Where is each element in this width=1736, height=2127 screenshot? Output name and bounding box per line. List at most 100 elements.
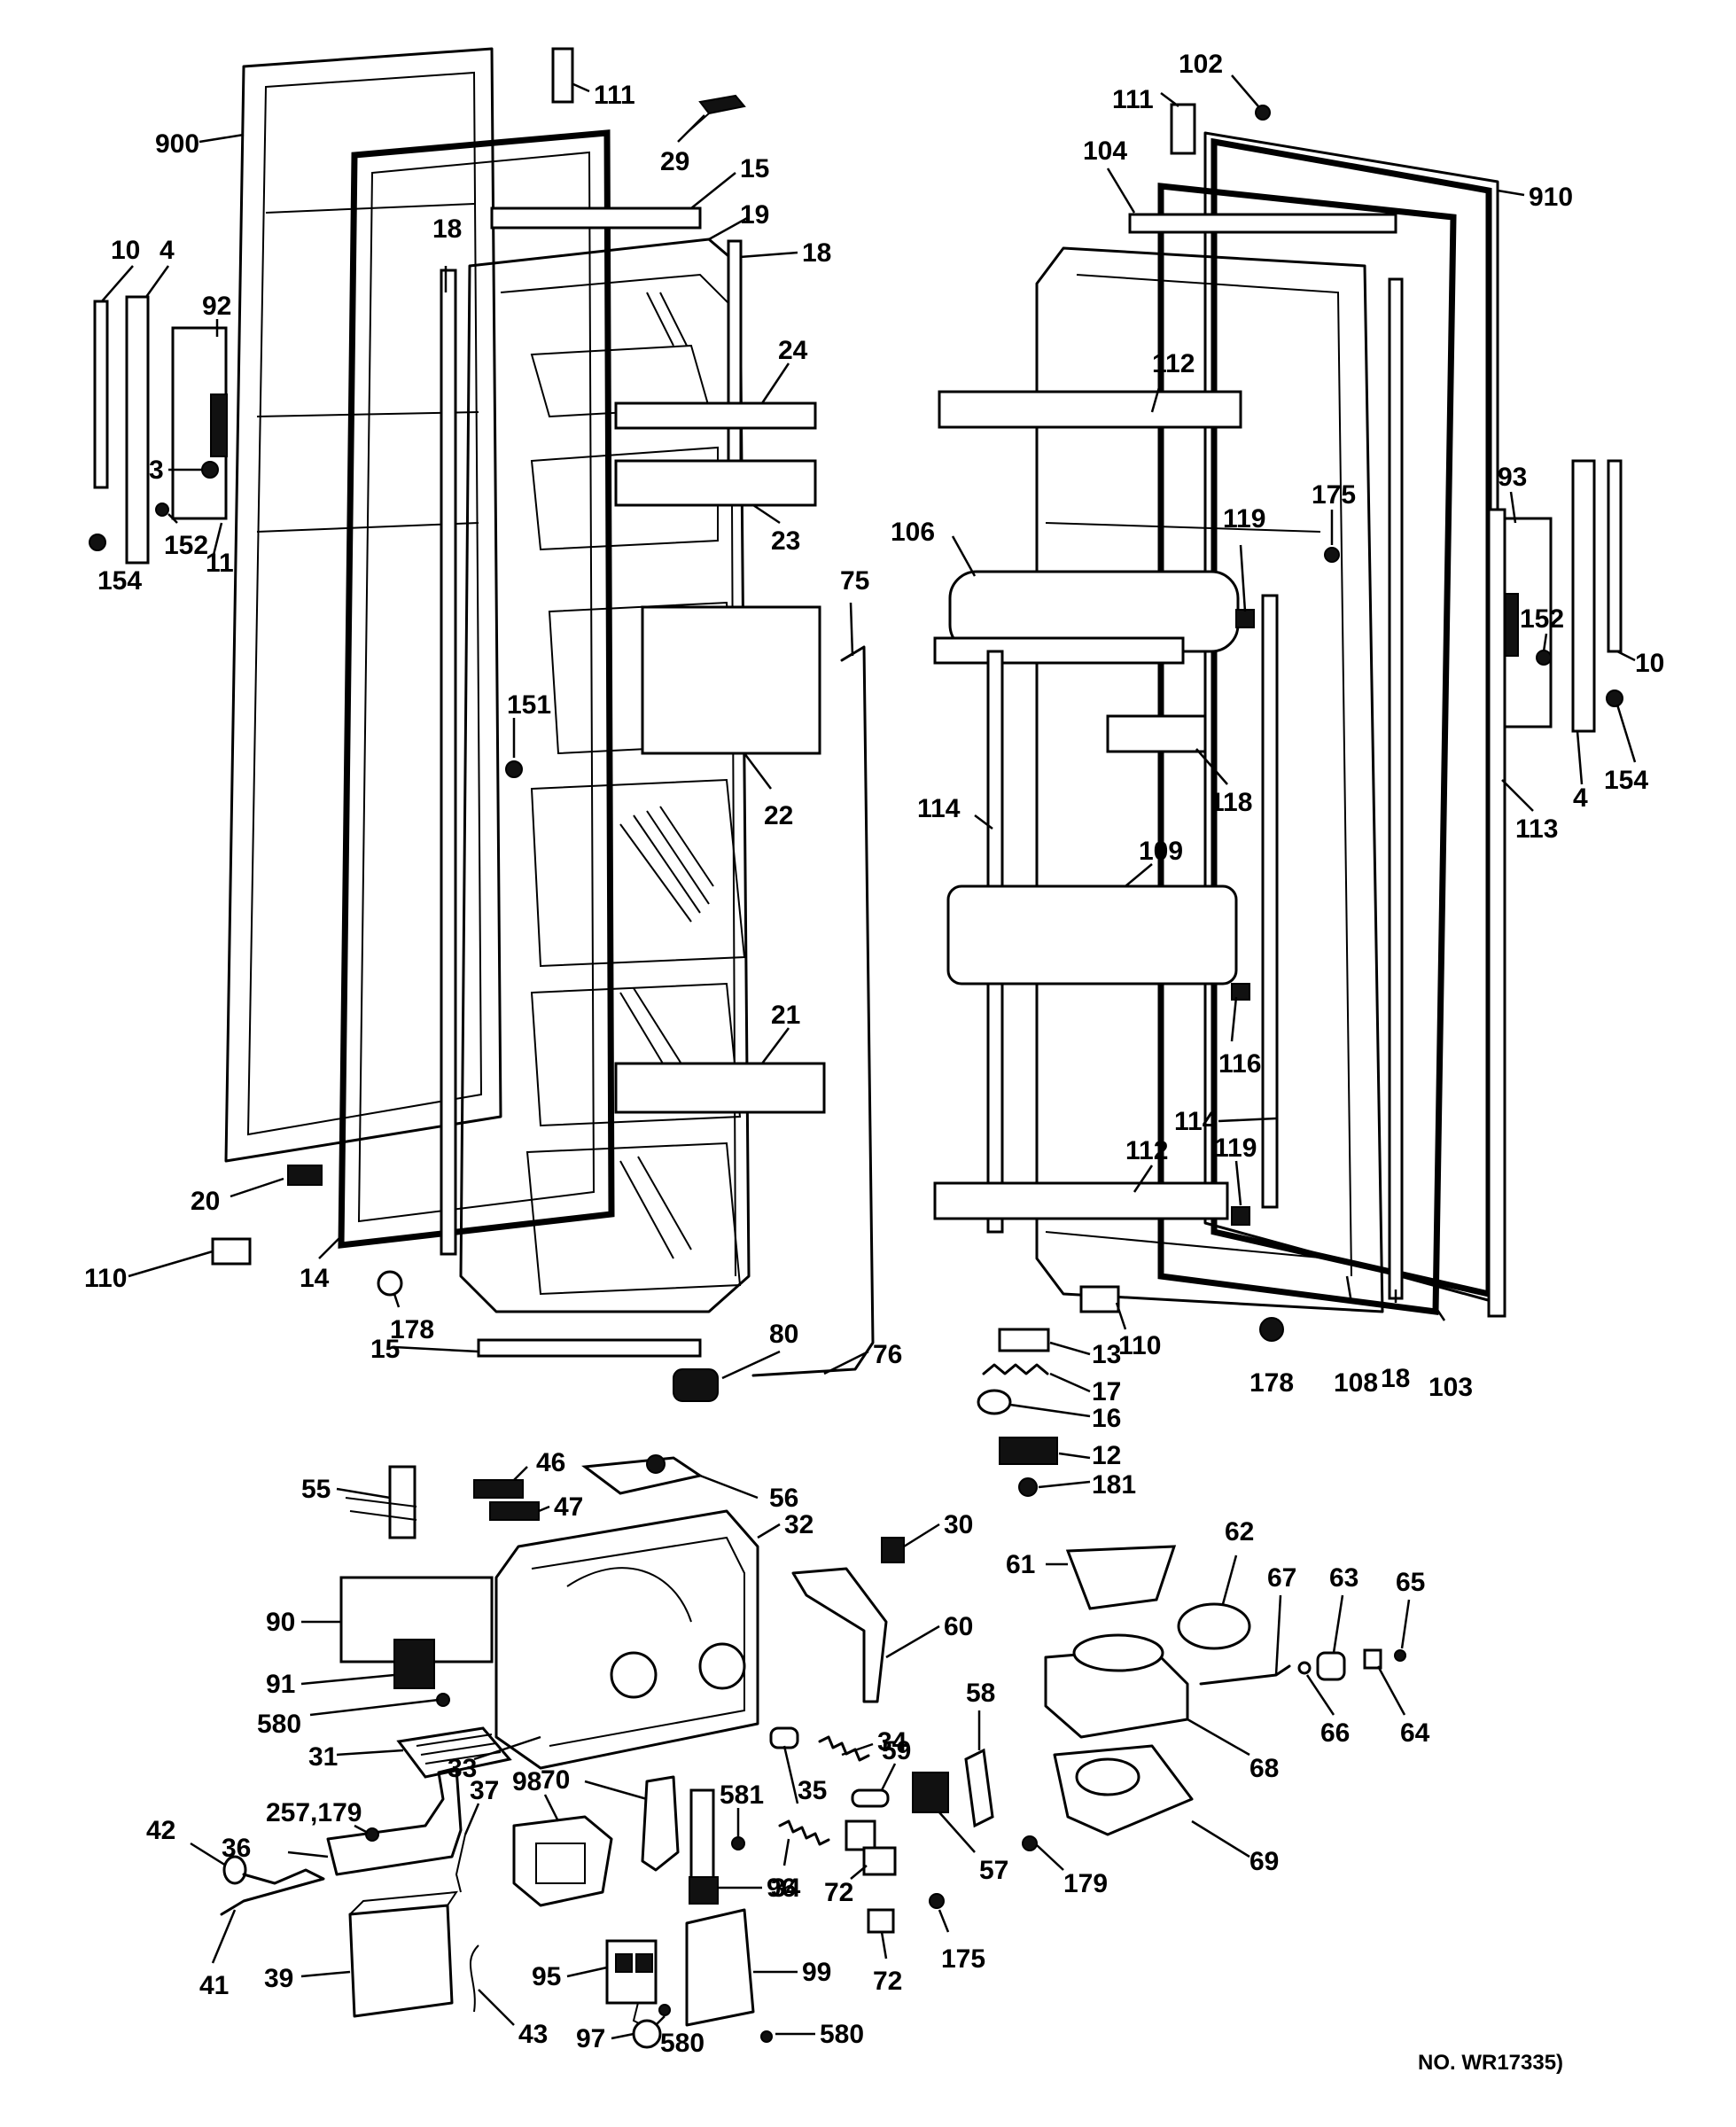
label-24: 24 [778, 336, 808, 365]
label-69: 69 [1249, 1847, 1279, 1876]
label-17: 17 [1092, 1377, 1121, 1406]
label-112b: 112 [1125, 1136, 1168, 1165]
screw-3 [201, 461, 219, 479]
button-110-right [1079, 1285, 1120, 1313]
label-92: 92 [202, 292, 231, 321]
wire-harness-55 [345, 1465, 417, 1539]
label-23: 23 [771, 526, 800, 556]
label-21: 21 [771, 1001, 800, 1030]
label-108: 108 [1334, 1368, 1378, 1398]
motor-housing-68 [1044, 1633, 1189, 1739]
freezer-door-liner [459, 238, 751, 1313]
label-19: 19 [740, 200, 769, 230]
screw-179 [1022, 1835, 1038, 1851]
spring-34-lower [778, 1819, 830, 1846]
label-66: 66 [1320, 1718, 1350, 1748]
handle-92 [210, 393, 228, 457]
label-102: 102 [1179, 50, 1223, 79]
label-70: 70 [541, 1765, 570, 1795]
label-900: 900 [155, 129, 199, 159]
label-14: 14 [300, 1264, 330, 1293]
disk-62 [1177, 1602, 1251, 1650]
tube-41-42 [220, 1855, 325, 1916]
label-95: 95 [532, 1962, 561, 1991]
label-32: 32 [784, 1510, 814, 1539]
hinge-4-right [1571, 459, 1596, 733]
actuator-91 [393, 1639, 435, 1689]
screw-257-179 [365, 1827, 379, 1842]
strip-10-left [93, 300, 109, 489]
label-12: 12 [1092, 1441, 1121, 1470]
shelf-bar-21 [614, 1062, 826, 1114]
label-112a: 112 [1152, 349, 1195, 378]
drain-69 [1053, 1744, 1194, 1836]
label-154b: 154 [1604, 766, 1648, 795]
label-59: 59 [882, 1736, 911, 1765]
label-181: 181 [1092, 1470, 1136, 1500]
nut-65 [1394, 1649, 1406, 1662]
cap-64 [1363, 1648, 1382, 1670]
tray-118 [1106, 714, 1207, 753]
shelf-bar-112-bottom [933, 1181, 1229, 1220]
label-15a: 15 [740, 154, 769, 183]
label-33: 33 [448, 1754, 477, 1783]
screw-175-lower [929, 1893, 945, 1909]
cover-99 [685, 1908, 755, 2027]
strip-18-fresh [1388, 277, 1404, 1300]
label-55: 55 [301, 1475, 331, 1504]
label-151: 151 [507, 690, 551, 720]
label-35: 35 [798, 1776, 827, 1805]
strip-10-right [1607, 459, 1623, 653]
label-57: 57 [979, 1856, 1008, 1885]
bracket-58 [964, 1748, 994, 1828]
screw-175-right [1324, 547, 1340, 563]
fresh-door-liner-108 [1035, 246, 1384, 1313]
wire-37 [455, 1834, 466, 1893]
label-62: 62 [1225, 1517, 1254, 1547]
label-90: 90 [266, 1608, 295, 1637]
screw-102 [1255, 105, 1271, 121]
drip-tray-31 [396, 1726, 512, 1779]
label-16: 16 [1092, 1404, 1121, 1433]
chute-61 [1065, 1545, 1177, 1610]
label-110a: 110 [84, 1264, 127, 1293]
clip-119-bottom [1231, 1206, 1250, 1226]
rail-114-right [1261, 594, 1279, 1209]
cap-178-left [377, 1270, 403, 1297]
label-257-179: 257,179 [266, 1798, 362, 1827]
label-60: 60 [944, 1612, 973, 1641]
label-111a: 111 [594, 81, 635, 110]
label-18c: 18 [1381, 1364, 1410, 1393]
label-178b: 178 [1249, 1368, 1294, 1398]
label-910: 910 [1529, 183, 1573, 212]
button-110-left [211, 1237, 252, 1266]
label-42: 42 [146, 1816, 175, 1845]
freezer-door-gasket-14 [338, 129, 615, 1249]
label-37: 37 [470, 1776, 499, 1805]
label-152a: 152 [164, 531, 208, 560]
label-99: 99 [802, 1958, 831, 1987]
label-10b: 10 [1635, 649, 1664, 678]
rod-75-76 [751, 645, 875, 1377]
bin-109 [946, 884, 1238, 986]
label-114a: 114 [917, 794, 961, 823]
clip-116 [1231, 983, 1250, 1001]
label-113: 113 [1515, 814, 1558, 844]
shelf-bar-23 [614, 459, 817, 507]
switch-30 [881, 1537, 905, 1563]
actuator-56 [581, 1454, 704, 1495]
strip-104 [1128, 213, 1397, 234]
label-119b: 119 [1214, 1134, 1257, 1163]
label-41: 41 [199, 1971, 229, 2000]
screw-181 [1018, 1477, 1038, 1497]
label-65: 65 [1396, 1568, 1425, 1597]
label-4a: 4 [160, 236, 175, 265]
bracket-60 [791, 1567, 888, 1703]
label-46: 46 [536, 1448, 565, 1477]
strip-15-bottom [477, 1338, 702, 1358]
strip-15-top [490, 206, 702, 230]
label-103: 103 [1429, 1373, 1473, 1402]
screw-580-right [760, 2030, 773, 2043]
wire-43 [470, 1944, 479, 2013]
